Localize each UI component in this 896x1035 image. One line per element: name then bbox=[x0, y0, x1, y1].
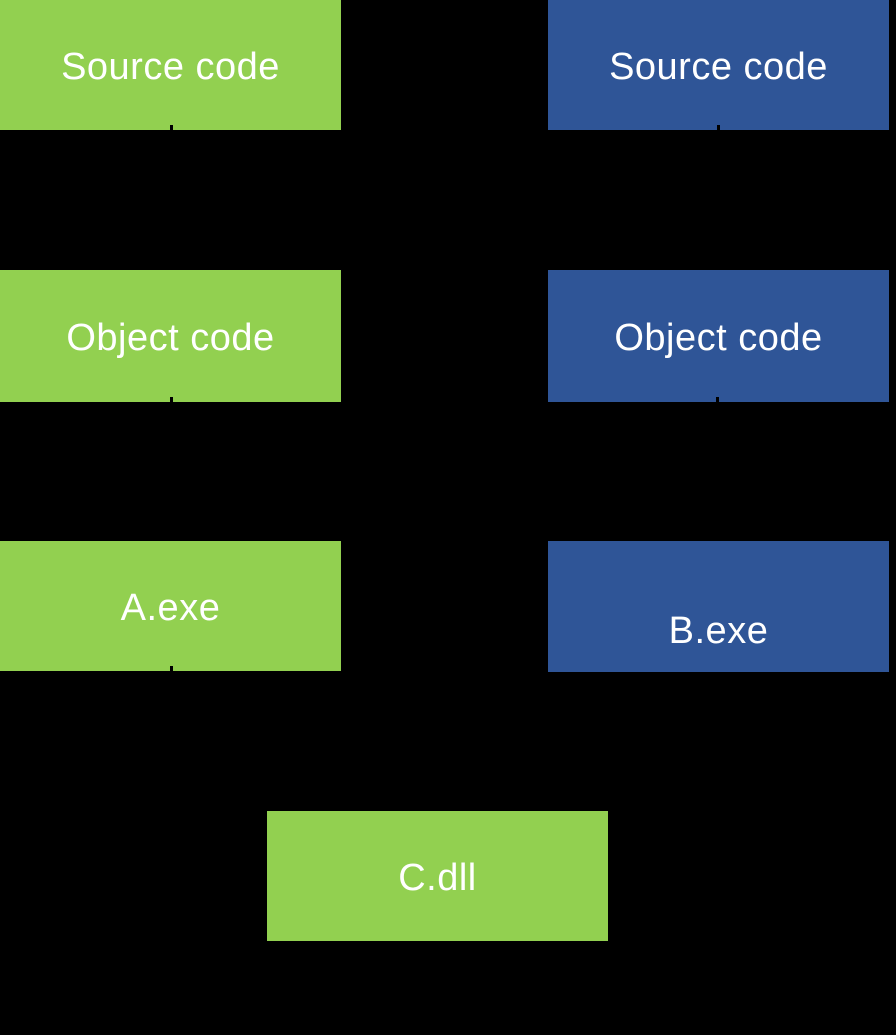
node-source-code-right: Source code bbox=[548, 0, 889, 130]
node-label: Object code bbox=[614, 317, 823, 359]
node-a-exe: A.exe bbox=[0, 541, 341, 671]
connector-stub bbox=[717, 125, 720, 130]
node-label: Object code bbox=[66, 317, 275, 359]
node-object-code-right: Object code bbox=[548, 270, 889, 402]
node-label: Source code bbox=[609, 46, 828, 88]
connector-stub bbox=[170, 125, 173, 130]
connector-stub bbox=[716, 397, 719, 402]
node-source-code-left: Source code bbox=[0, 0, 341, 130]
node-label: C.dll bbox=[398, 857, 477, 899]
node-object-code-left: Object code bbox=[0, 270, 341, 402]
node-label: A.exe bbox=[120, 587, 221, 629]
connector-stub bbox=[170, 666, 173, 671]
node-c-dll: C.dll bbox=[267, 811, 608, 941]
node-label: Source code bbox=[61, 46, 280, 88]
node-b-exe: B.exe bbox=[548, 541, 889, 672]
connector-stub bbox=[170, 397, 173, 402]
node-label: B.exe bbox=[668, 609, 769, 652]
